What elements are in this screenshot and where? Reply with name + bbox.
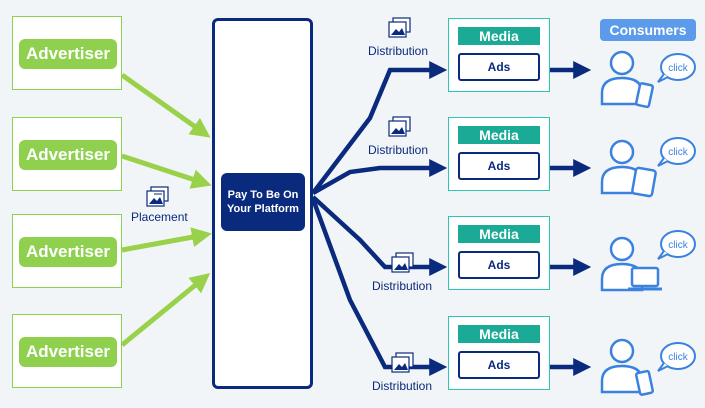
distribution-label: Distribution [372, 279, 433, 293]
click-bubble-icon [660, 53, 696, 81]
distribution-label: Distribution [368, 44, 429, 58]
document-image-icon [391, 352, 414, 373]
advertiser-box: Advertiser [12, 16, 122, 90]
laptop-icon [630, 266, 660, 288]
media-box: Media Ads [448, 18, 550, 92]
click-bubble-icon [660, 230, 696, 258]
document-image-icon [388, 17, 411, 38]
ads-box: Ads [458, 152, 540, 180]
consumer-person-icon: click [600, 230, 696, 292]
green-arrow-3 [121, 227, 212, 253]
distribution-label: Distribution [368, 143, 429, 157]
media-box: Media Ads [448, 216, 550, 290]
consumer-person-icon: click [600, 338, 696, 396]
click-label: click [668, 240, 688, 251]
document-image-icon [146, 186, 169, 207]
advertiser-box: Advertiser [12, 117, 122, 191]
green-arrow-2 [121, 153, 212, 189]
ads-box: Ads [458, 53, 540, 81]
consumer-person-icon: click [600, 50, 696, 109]
tablet-icon [631, 166, 657, 198]
advertiser-label: Advertiser [19, 39, 117, 69]
blue-arrow-2 [311, 159, 448, 195]
green-arrow-1 [120, 72, 211, 138]
advertiser-label: Advertiser [19, 337, 117, 367]
placement-label: Placement [131, 210, 188, 224]
media-title: Media [458, 225, 540, 243]
media-box: Media Ads [448, 316, 550, 390]
click-label: click [668, 352, 688, 363]
click-label: click [668, 63, 688, 74]
media-title: Media [458, 27, 540, 45]
click-bubble-icon [660, 137, 696, 165]
advertiser-label: Advertiser [19, 140, 117, 170]
click-bubble-icon [660, 342, 696, 370]
media-title: Media [458, 126, 540, 144]
phone-icon [634, 369, 655, 396]
ads-box: Ads [458, 351, 540, 379]
blue-arrow-1 [311, 61, 448, 195]
consumers-header: Consumers [600, 19, 696, 41]
platform-box: Pay To Be On Your Platform [212, 18, 313, 389]
click-label: click [668, 147, 688, 158]
platform-label: Pay To Be On Your Platform [221, 173, 305, 231]
advertiser-box: Advertiser [12, 314, 122, 388]
document-image-icon [391, 252, 414, 273]
document-image-icon [388, 116, 411, 137]
media-box: Media Ads [448, 117, 550, 191]
distribution-label: Distribution [372, 379, 433, 393]
ads-box: Ads [458, 251, 540, 279]
media-title: Media [458, 325, 540, 343]
consumer-person-icon: click [600, 137, 696, 198]
advertiser-box: Advertiser [12, 214, 122, 288]
phone-icon [634, 82, 655, 109]
green-arrow-4 [120, 272, 211, 347]
advertiser-label: Advertiser [19, 237, 117, 267]
